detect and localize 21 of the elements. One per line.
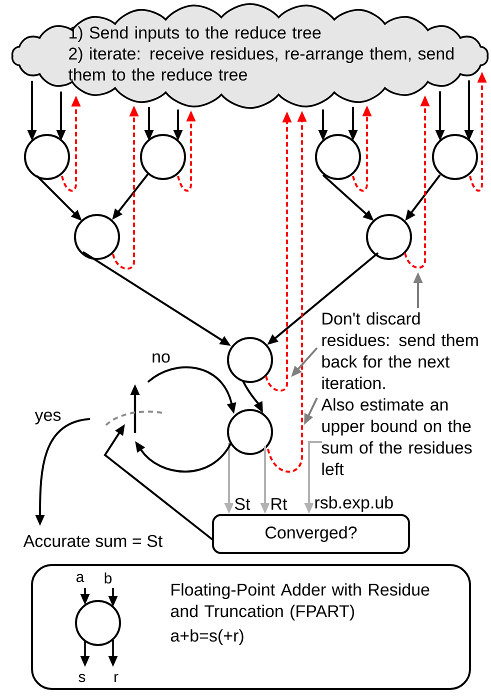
edge-label: Rt bbox=[269, 497, 288, 511]
edge-label: rsb.exp.ub bbox=[313, 495, 395, 513]
edge-label: no bbox=[150, 352, 172, 364]
edge-label: b bbox=[102, 572, 114, 584]
edge-label: St bbox=[233, 496, 252, 512]
edge-label: s bbox=[77, 672, 87, 684]
edge-label: yes bbox=[34, 410, 62, 426]
note-text: Don't discard residues: send them back for the next iteration. Also estimate an upper bound on the sum of the residues left bbox=[321, 312, 478, 476]
result-text: Accurate sum = St bbox=[23, 534, 163, 548]
adder-circle bbox=[366, 214, 412, 260]
adder-circle bbox=[227, 337, 273, 383]
adder-circle bbox=[432, 134, 478, 180]
edge-label: r bbox=[112, 672, 120, 684]
adder-circle bbox=[140, 134, 186, 180]
adder-circle bbox=[24, 134, 70, 180]
adder-circle bbox=[75, 600, 121, 646]
edge-label: a bbox=[74, 572, 86, 584]
adder-circle bbox=[315, 134, 361, 180]
adder-circle bbox=[74, 214, 120, 260]
decision-box: Converged? bbox=[212, 514, 410, 554]
adder-circle bbox=[227, 409, 273, 455]
